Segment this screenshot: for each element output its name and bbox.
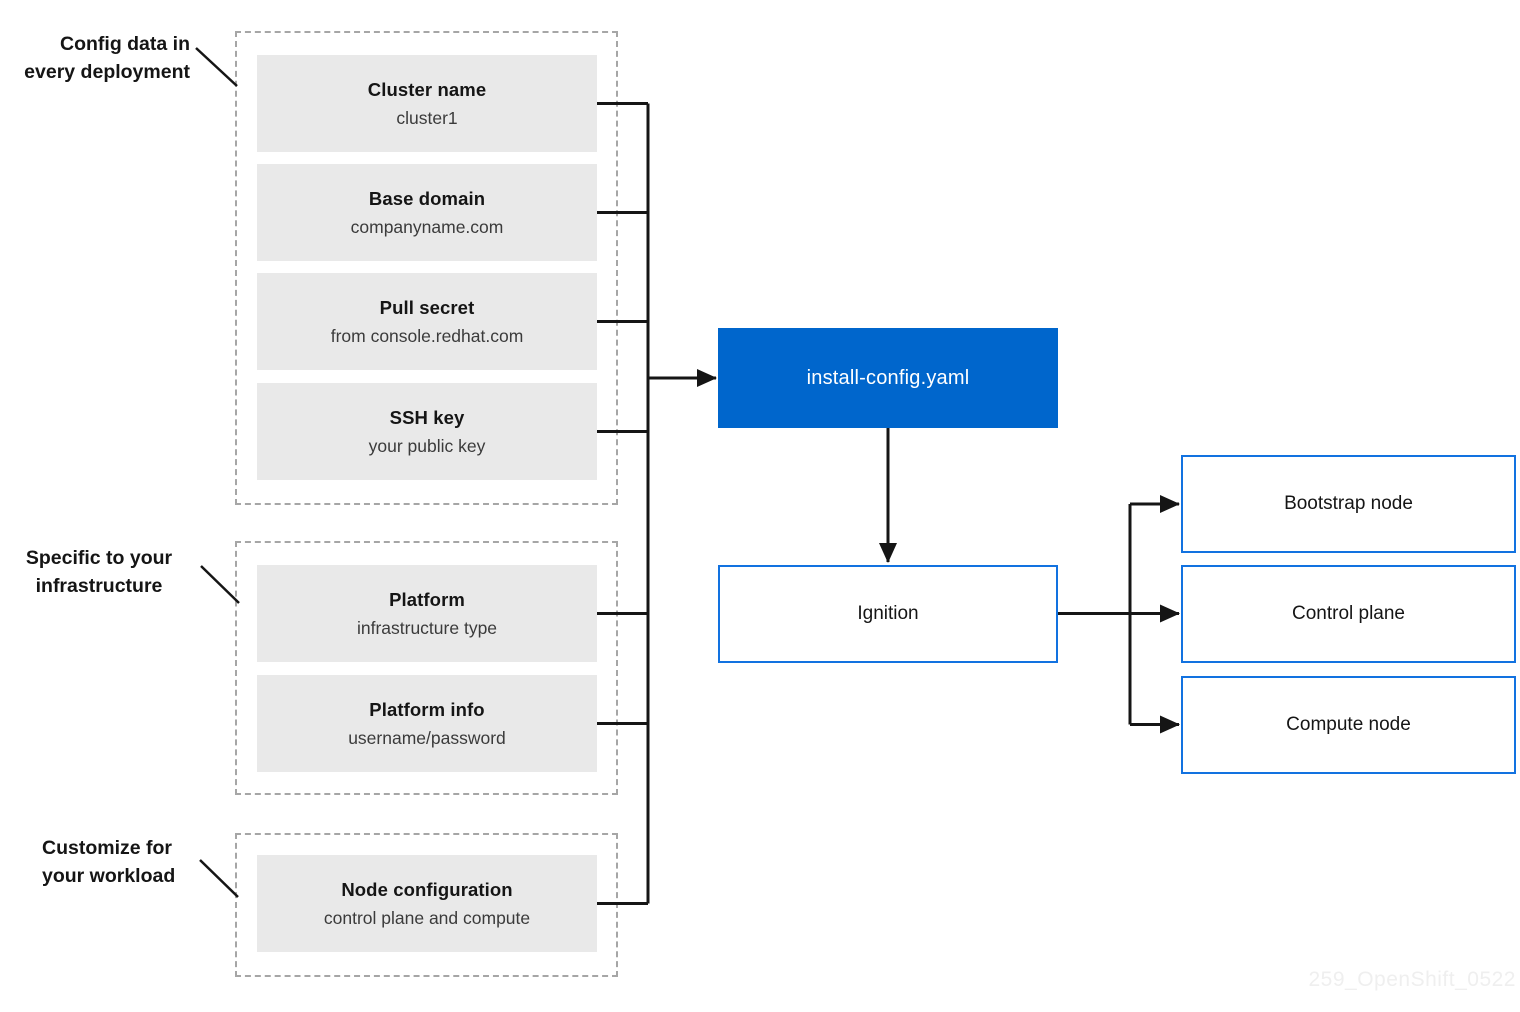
node-ignition: Ignition	[718, 565, 1058, 663]
node-cluster-name: Cluster name cluster1	[257, 55, 597, 152]
node-title: Base domain	[368, 187, 486, 209]
node-label: Ignition	[857, 603, 919, 624]
node-subtitle: from console.redhat.com	[330, 325, 524, 346]
pointer-customize-workload	[199, 859, 239, 898]
group-config-data-frame	[235, 31, 618, 505]
annotation-line: every deployment	[24, 61, 190, 83]
node-subtitle: username/password	[348, 727, 506, 748]
node-subtitle: companyname.com	[350, 216, 504, 237]
annotation-config-data: Config data in every deployment	[0, 30, 190, 86]
node-subtitle: infrastructure type	[356, 617, 498, 638]
node-label: Bootstrap node	[1284, 493, 1413, 514]
node-compute-node: Compute node	[1181, 676, 1516, 774]
group-infrastructure-frame	[235, 541, 618, 795]
node-base-domain: Base domain companyname.com	[257, 164, 597, 261]
node-title: Platform info	[369, 698, 485, 720]
node-node-configuration: Node configuration control plane and com…	[257, 855, 597, 952]
node-control-plane: Control plane	[1181, 565, 1516, 663]
node-ssh-key: SSH key your public key	[257, 383, 597, 480]
annotation-customize-workload: Customize for your workload	[42, 834, 175, 890]
node-title: SSH key	[389, 406, 465, 428]
node-title: Platform	[389, 588, 465, 610]
node-install-config-yaml: install-config.yaml	[718, 328, 1058, 428]
pointer-specific-infrastructure	[200, 565, 240, 604]
node-platform-info: Platform info username/password	[257, 675, 597, 772]
node-pull-secret: Pull secret from console.redhat.com	[257, 273, 597, 370]
node-platform: Platform infrastructure type	[257, 565, 597, 662]
annotation-line: Specific to your	[25, 547, 173, 569]
node-title: Cluster name	[367, 78, 487, 100]
node-bootstrap-node: Bootstrap node	[1181, 455, 1516, 553]
node-label: Control plane	[1291, 603, 1406, 624]
annotation-line: infrastructure	[35, 575, 163, 597]
watermark-text: 259_OpenShift_0522	[1308, 968, 1516, 991]
annotation-line: Customize for	[42, 837, 173, 859]
node-subtitle: your public key	[368, 435, 486, 456]
annotation-specific-infrastructure: Specific to your infrastructure	[8, 544, 190, 600]
node-label: install-config.yaml	[806, 366, 970, 389]
node-label: Compute node	[1286, 714, 1411, 735]
pointer-config-data	[195, 47, 238, 87]
group-workload-frame	[235, 833, 618, 977]
annotation-line: Config data in	[60, 33, 190, 55]
annotation-line: your workload	[42, 865, 176, 887]
node-title: Node configuration	[341, 878, 513, 900]
node-subtitle: cluster1	[396, 107, 458, 128]
node-subtitle: control plane and compute	[323, 907, 531, 928]
node-title: Pull secret	[379, 296, 475, 318]
